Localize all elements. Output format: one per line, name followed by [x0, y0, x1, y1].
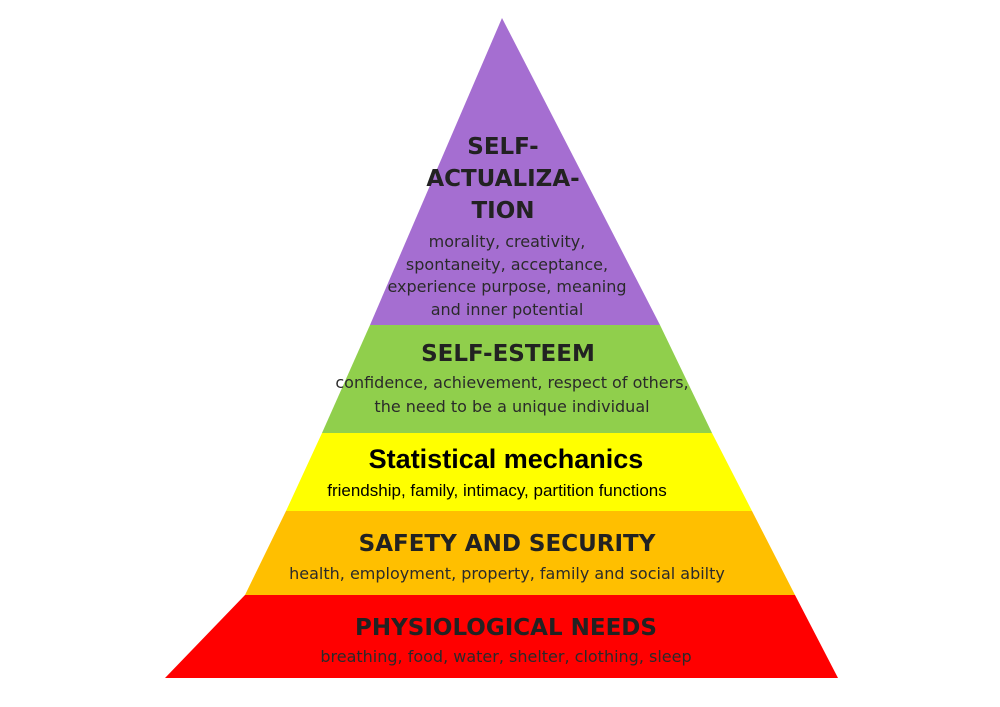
tier-desc-love-belonging: friendship, family, intimacy, partition … [327, 481, 667, 500]
tier-desc-self-actualization: and inner potential [431, 300, 584, 319]
tier-desc-safety-security: health, employment, property, family and… [289, 564, 725, 583]
tier-title-self-actualization: TION [471, 198, 534, 224]
tier-physiological-needs: PHYSIOLOGICAL NEEDS breathing, food, wat… [165, 595, 838, 678]
tier-title-physiological-needs: PHYSIOLOGICAL NEEDS [355, 615, 657, 641]
tier-title-love-belonging: Statistical mechanics [369, 444, 644, 474]
tier-safety-security: SAFETY AND SECURITY health, employment, … [245, 511, 795, 595]
tier-self-esteem: SELF-ESTEEM confidence, achievement, res… [322, 325, 712, 433]
tier-love-belonging: Statistical mechanics friendship, family… [286, 433, 752, 511]
tier-title-self-esteem: SELF-ESTEEM [421, 341, 595, 367]
tier-shape-self-esteem [322, 325, 712, 433]
tier-desc-self-actualization: experience purpose, meaning [387, 277, 626, 296]
tier-title-safety-security: SAFETY AND SECURITY [359, 531, 656, 557]
tier-title-self-actualization: SELF- [467, 134, 538, 160]
tier-shape-self-actualization [370, 18, 660, 325]
tier-desc-physiological-needs: breathing, food, water, shelter, clothin… [320, 647, 691, 666]
tier-desc-self-esteem: the need to be a unique individual [374, 397, 649, 416]
tier-title-self-actualization: ACTUALIZA- [426, 166, 579, 192]
tier-self-actualization: SELF- ACTUALIZA- TION morality, creativi… [370, 18, 660, 325]
tier-desc-self-actualization: morality, creativity, [429, 232, 586, 251]
tier-shape-love-belonging [286, 433, 752, 511]
tier-shape-physiological-needs [165, 595, 838, 678]
tier-shape-safety-security [245, 511, 795, 595]
tier-desc-self-esteem: confidence, achievement, respect of othe… [335, 373, 688, 392]
tier-desc-self-actualization: spontaneity, acceptance, [406, 255, 608, 274]
